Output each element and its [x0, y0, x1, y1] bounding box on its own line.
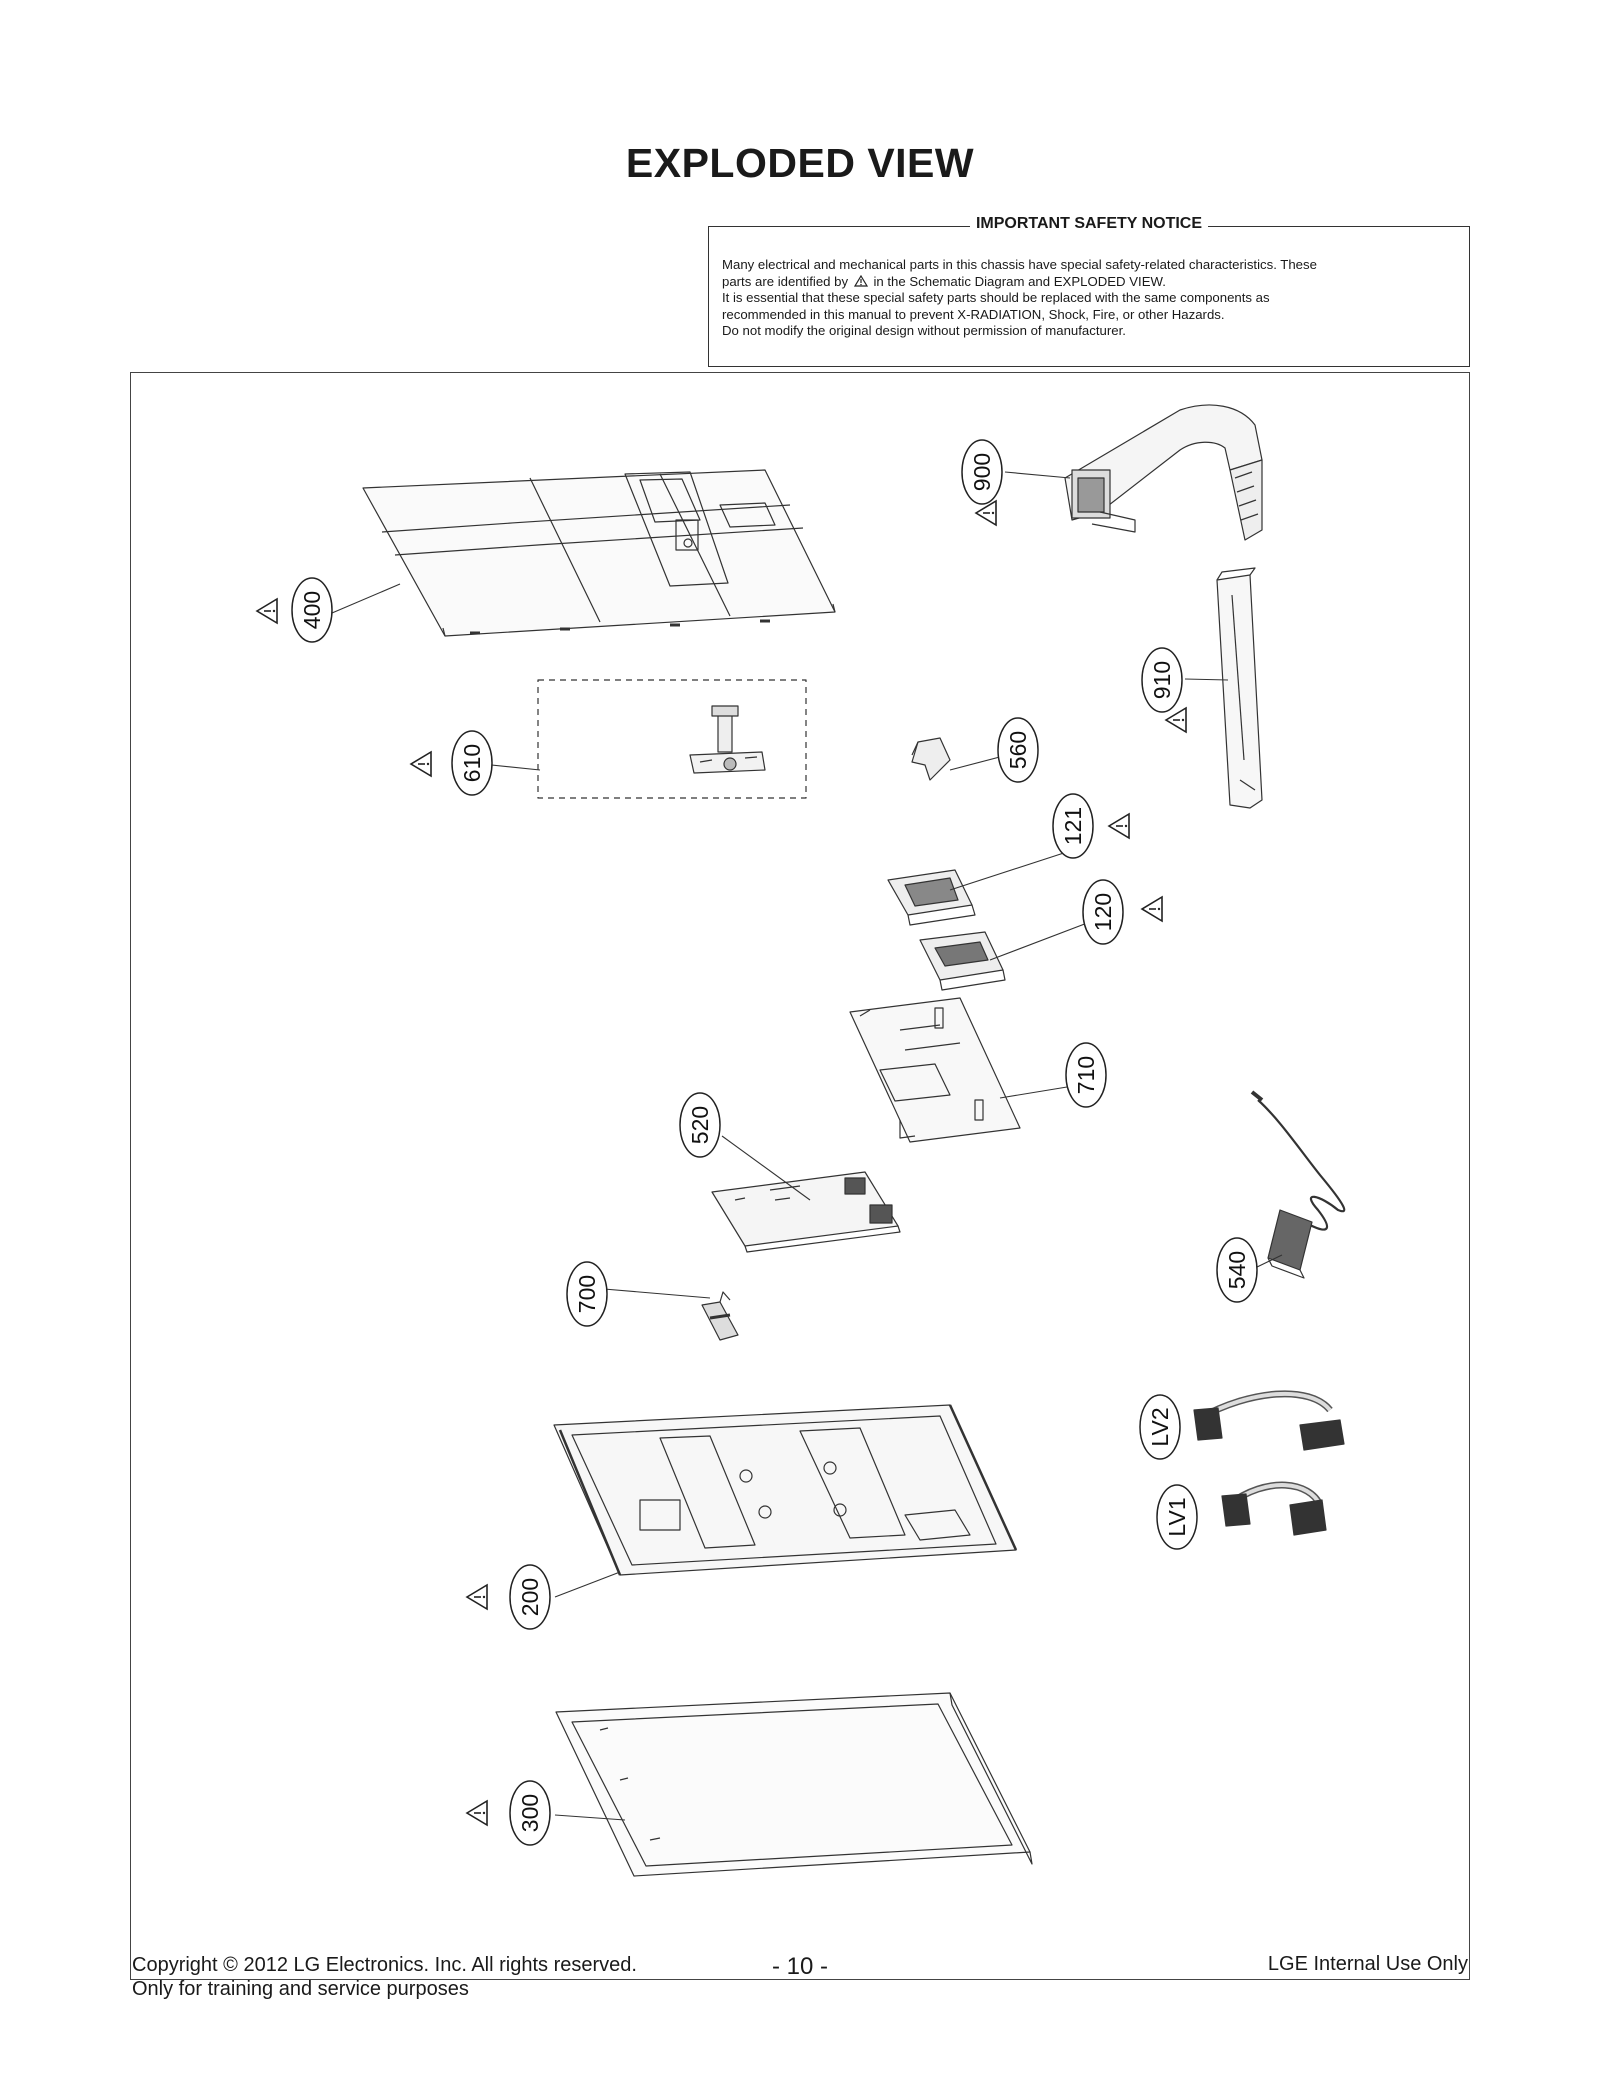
callout-700: 700	[566, 1261, 608, 1327]
page-title: EXPLODED VIEW	[625, 140, 975, 186]
safety-warning-icon	[255, 597, 278, 625]
callout-bubble	[1156, 1484, 1198, 1550]
lvds-cables-part-drawing	[1193, 1390, 1345, 1536]
callout-610: 610	[451, 730, 493, 796]
callout-lv1: LV1	[1156, 1484, 1198, 1550]
callout-bubble	[961, 439, 1003, 505]
callout-121: 121	[1052, 793, 1094, 859]
callout-300: 300	[509, 1780, 551, 1846]
callout-label: LV1	[1164, 1497, 1190, 1536]
safety-notice-box: IMPORTANT SAFETY NOTICE Many electrical …	[708, 215, 1470, 367]
callout-bubble	[451, 730, 493, 796]
callout-label: 121	[1060, 807, 1086, 845]
notice-line: Do not modify the original design withou…	[722, 323, 1126, 338]
callout-label: 200	[517, 1578, 543, 1616]
callout-label: 700	[574, 1275, 600, 1313]
safety-warning-icon	[465, 1583, 488, 1611]
safety-notice-body: Many electrical and mechanical parts in …	[722, 257, 1456, 340]
callout-bubble	[509, 1564, 551, 1630]
callout-200: 200	[509, 1564, 551, 1630]
callout-bubble	[1216, 1237, 1258, 1303]
safety-warning-icon	[1140, 895, 1163, 923]
callout-bubble	[566, 1261, 608, 1327]
callout-label: 610	[459, 744, 485, 782]
notice-line: It is essential that these special safet…	[722, 290, 1270, 305]
callout-bubble	[679, 1092, 721, 1158]
safety-warning-icon	[465, 1799, 488, 1827]
chassis-frame-part-drawing	[553, 1404, 1018, 1576]
front-bezel-part-drawing	[555, 1692, 1033, 1877]
callout-label: 560	[1005, 731, 1031, 769]
safety-warning-icon	[1107, 812, 1130, 840]
hinge-part-drawing	[537, 679, 807, 799]
callout-bubble	[1082, 879, 1124, 945]
copyright-text: Copyright © 2012 LG Electronics. Inc. Al…	[132, 1954, 637, 1976]
callout-label: LV2	[1147, 1407, 1173, 1446]
leader-lines	[331, 471, 1283, 1821]
safety-warning-icon	[1164, 706, 1187, 734]
module-120-part-drawing	[919, 931, 1006, 991]
callout-910: 910	[1141, 647, 1183, 713]
stand-neck-part-drawing	[1064, 404, 1263, 541]
callout-label: 900	[969, 453, 995, 491]
callout-bubble	[291, 577, 333, 643]
notice-line: Many electrical and mechanical parts in …	[722, 257, 1317, 272]
warning-triangle-icon	[853, 274, 868, 287]
purpose-text: Only for training and service purposes	[132, 1978, 469, 2000]
power-adapter-part-drawing	[1250, 1090, 1346, 1279]
callout-900: 900	[961, 439, 1003, 505]
callout-540: 540	[1216, 1237, 1258, 1303]
callout-520: 520	[679, 1092, 721, 1158]
stand-arm-part-drawing	[1216, 567, 1263, 809]
back-cover-part-drawing	[362, 469, 836, 637]
callout-560: 560	[997, 717, 1039, 783]
callout-label: 910	[1149, 661, 1175, 699]
callout-710: 710	[1065, 1042, 1107, 1108]
callout-label: 710	[1073, 1056, 1099, 1094]
notice-line-part: in the Schematic Diagram and EXPLODED VI…	[873, 273, 1166, 289]
module-121-part-drawing	[887, 869, 976, 926]
small-bracket-700-part-drawing	[701, 1291, 739, 1341]
callout-label: 520	[687, 1106, 713, 1144]
callout-label: 540	[1224, 1251, 1250, 1289]
main-board-part-drawing	[711, 1171, 901, 1253]
safety-notice-heading: IMPORTANT SAFETY NOTICE	[969, 215, 1209, 232]
callout-label: 400	[299, 591, 325, 629]
shield-plate-part-drawing	[849, 997, 1021, 1143]
callout-400: 400	[291, 577, 333, 643]
callout-bubble	[1141, 647, 1183, 713]
small-bracket-part-drawing	[911, 737, 951, 781]
callout-bubble	[1065, 1042, 1107, 1108]
notice-line: recommended in this manual to prevent X-…	[722, 306, 1225, 322]
safety-warning-icon	[409, 750, 432, 778]
notice-line-part: parts are identified by	[722, 273, 849, 289]
page-number: - 10 -	[771, 1953, 828, 1980]
drawing-frame	[130, 372, 1470, 1980]
notice-line: parts are identified by in the Schematic…	[722, 274, 1456, 291]
callout-lv2: LV2	[1139, 1394, 1181, 1460]
footer-left: Copyright © 2012 LG Electronics. Inc. Al…	[132, 1953, 637, 2001]
callout-bubble	[1052, 793, 1094, 859]
callout-bubble	[1139, 1394, 1181, 1460]
usage-text: LGE Internal Use Only	[1267, 1953, 1468, 1975]
callout-label: 120	[1090, 893, 1116, 931]
callout-bubble	[997, 717, 1039, 783]
callout-120: 120	[1082, 879, 1124, 945]
safety-warning-icon	[974, 499, 997, 527]
callout-bubble	[509, 1780, 551, 1846]
callout-label: 300	[517, 1794, 543, 1832]
